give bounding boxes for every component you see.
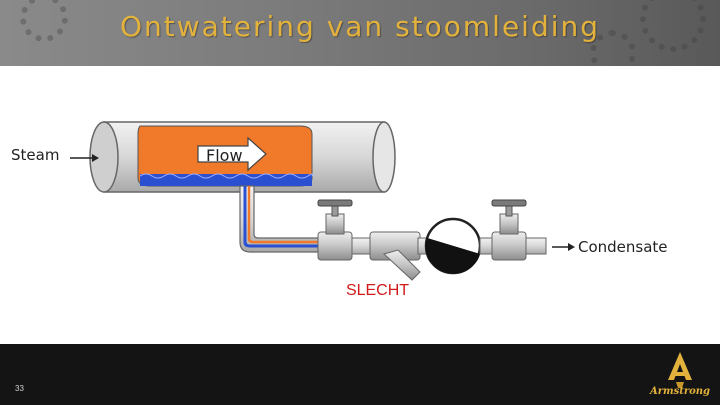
footer-bar: 33 Armstrong	[0, 344, 720, 405]
steam-arrow-icon	[70, 154, 99, 162]
gear-decoration-icon	[20, 0, 68, 42]
strainer	[369, 231, 421, 281]
condensate-label: Condensate	[578, 238, 668, 256]
flow-arrow-icon	[197, 136, 267, 172]
steam-line-drainage-diagram: Steam Flow Condensate SLECHT	[0, 66, 720, 344]
diagram-graphic	[70, 121, 575, 281]
drain-pipe	[239, 185, 323, 253]
header-bar: Ontwatering van stoomleiding	[0, 0, 720, 66]
armstrong-logo: Armstrong	[646, 350, 714, 402]
condensate-arrow-icon	[552, 243, 575, 251]
inlet-valve	[317, 199, 353, 261]
page-number: 33	[15, 384, 24, 393]
steam-label: Steam	[11, 146, 60, 164]
armstrong-logo-icon	[668, 352, 692, 388]
outlet-valve	[491, 199, 527, 261]
page-title: Ontwatering van stoomleiding	[119, 10, 601, 43]
gear-decoration-icon	[590, 30, 636, 66]
steam-trap-icon	[424, 217, 482, 275]
gear-decoration-icon	[640, 0, 706, 52]
condensate-layer	[140, 174, 312, 186]
status-label: SLECHT	[345, 282, 410, 299]
logo-text: Armstrong	[649, 386, 711, 397]
flow-label: Flow	[206, 146, 243, 165]
